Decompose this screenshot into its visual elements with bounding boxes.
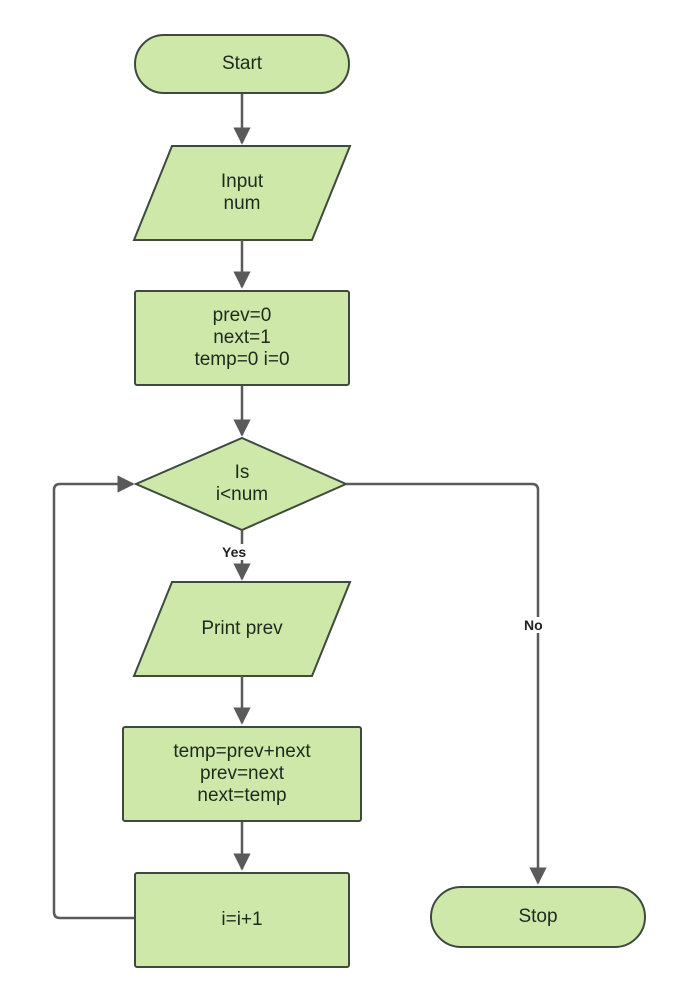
- input-node: Input num: [150, 150, 334, 236]
- print-label: Print prev: [201, 618, 283, 639]
- increment-label: i=i+1: [221, 909, 263, 930]
- connector-loop-back: [52, 475, 135, 920]
- yes-edge-label: Yes: [219, 544, 250, 560]
- update-label: temp=prev+next prev=next next=temp: [173, 741, 311, 806]
- start-label: Start: [221, 53, 263, 74]
- init-label: prev=0 next=1 temp=0 i=0: [194, 305, 290, 370]
- init-process: prev=0 next=1 temp=0 i=0: [134, 290, 350, 386]
- update-process: temp=prev+next prev=next next=temp: [122, 726, 362, 822]
- increment-process: i=i+1: [134, 872, 350, 968]
- connector-decision-to-stop: [346, 482, 547, 885]
- stop-label: Stop: [518, 906, 558, 927]
- decision-node: Is i<num: [170, 452, 314, 516]
- decision-label: Is i<num: [215, 462, 269, 505]
- print-node: Print prev: [150, 586, 334, 672]
- stop-terminal: Stop: [430, 886, 646, 948]
- print-parallelogram: [132, 581, 352, 677]
- start-terminal: Start: [134, 34, 350, 94]
- input-parallelogram: [132, 145, 352, 241]
- input-label: Input num: [220, 171, 264, 214]
- no-edge-label: No: [521, 617, 546, 633]
